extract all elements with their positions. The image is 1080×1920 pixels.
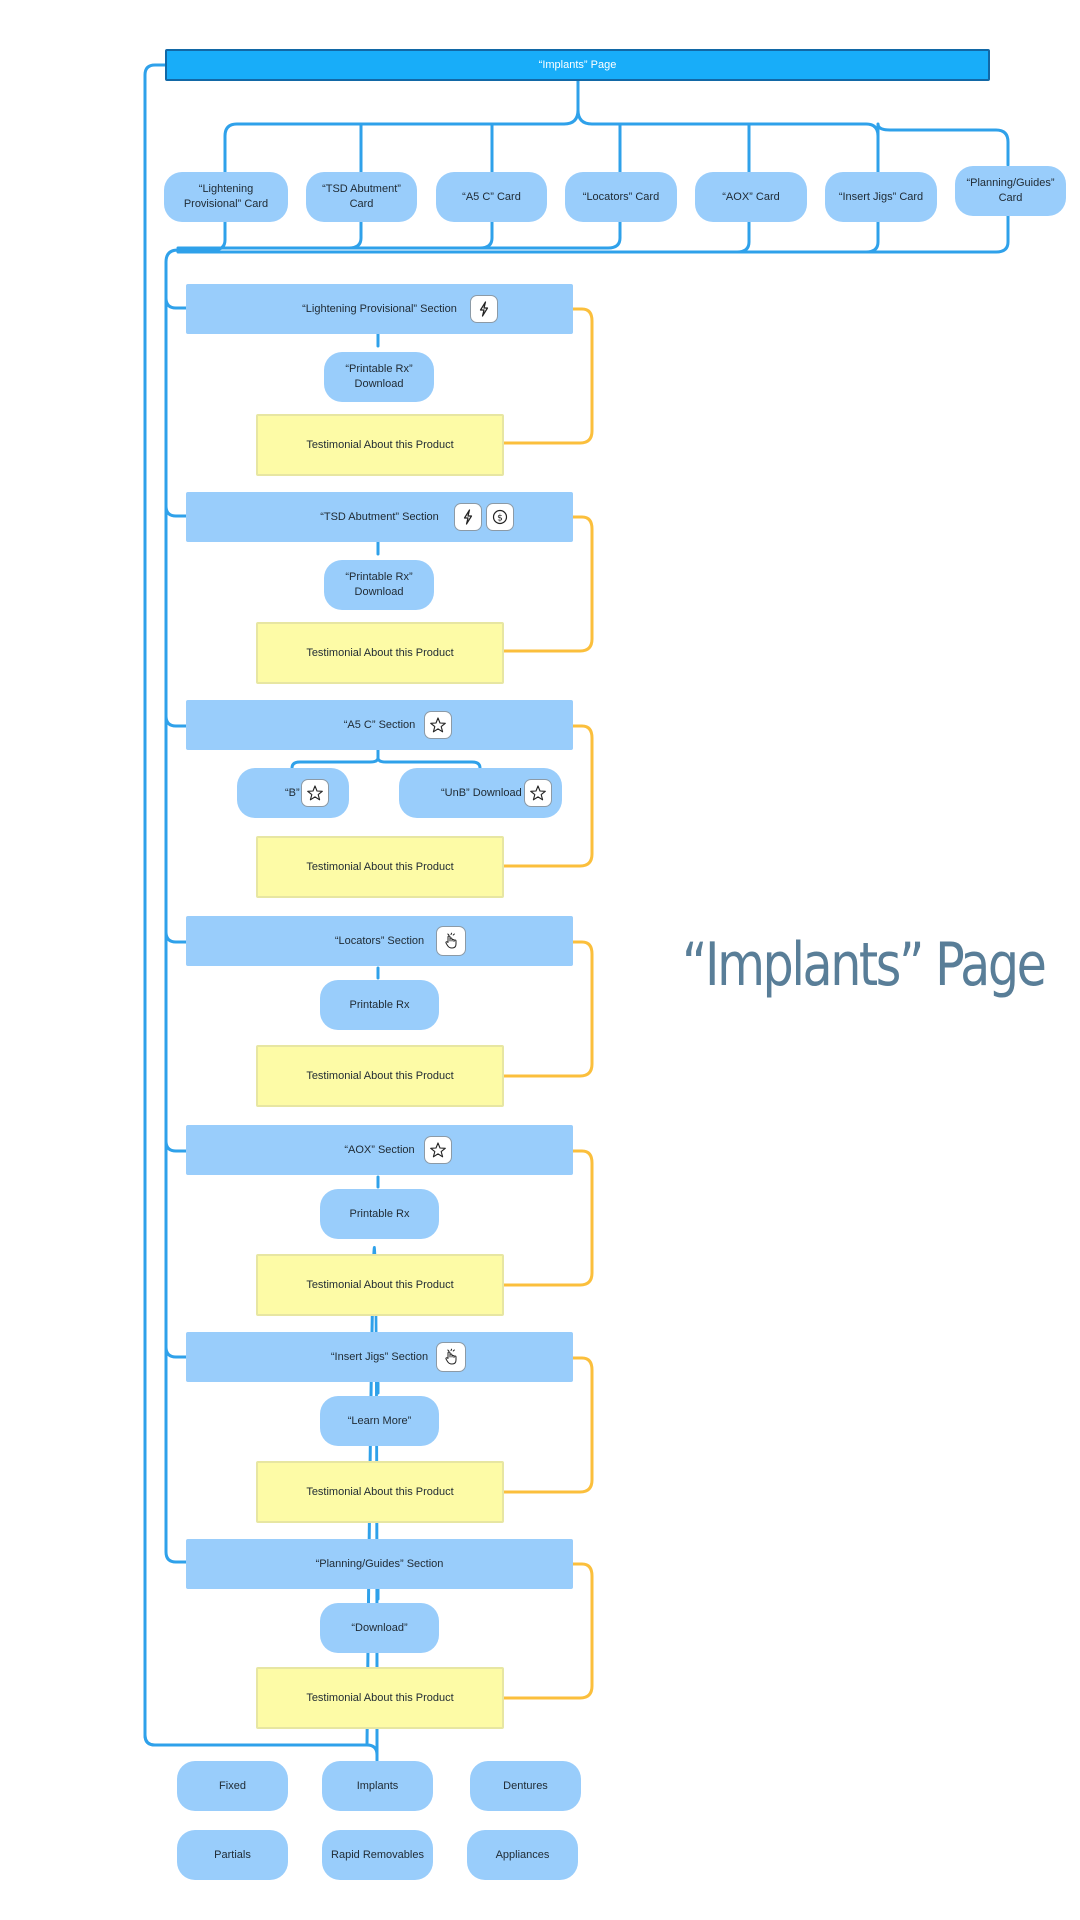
star-icon <box>424 1136 452 1164</box>
connector-section-5-testimonial <box>502 1149 594 1287</box>
hand-icon <box>436 926 466 956</box>
testimonial-1[interactable]: Testimonial About this Product <box>256 414 504 476</box>
nav-label: Rapid Removables <box>331 1848 424 1861</box>
connector-banner-to-nav-return <box>143 1733 379 1762</box>
star-icon <box>301 779 329 807</box>
download-button[interactable]: “Download” <box>320 1603 439 1653</box>
nav-implants[interactable]: Implants <box>322 1761 433 1811</box>
connector-cards-to-sections <box>164 214 1010 1564</box>
printable-rx-locators[interactable]: Printable Rx <box>320 980 439 1030</box>
section-label: “TSD Abutment” Section <box>320 510 439 523</box>
section-label: “Locators” Section <box>334 934 425 947</box>
lightning-icon <box>470 295 498 323</box>
testimonial-2[interactable]: Testimonial About this Product <box>256 622 504 684</box>
implants-page-banner[interactable]: “Implants” Page <box>165 49 990 81</box>
testimonial-label: Testimonial About this Product <box>306 646 454 659</box>
nav-dentures[interactable]: Dentures <box>470 1761 581 1811</box>
testimonial-6[interactable]: Testimonial About this Product <box>256 1461 504 1523</box>
nav-partials[interactable]: Partials <box>177 1830 288 1880</box>
testimonial-label: Testimonial About this Product <box>306 1278 454 1291</box>
card-label: “A5 C” Card <box>462 190 521 203</box>
unb-download-button[interactable]: “UnB” Download <box>399 768 562 818</box>
sub-label: Printable Rx <box>349 998 410 1011</box>
testimonial-4[interactable]: Testimonial About this Product <box>256 1045 504 1107</box>
printable-rx-download-1[interactable]: “Printable Rx” Download <box>324 352 434 402</box>
testimonial-7[interactable]: Testimonial About this Product <box>256 1667 504 1729</box>
banner-label: “Implants” Page <box>538 58 617 71</box>
page-title: “Implants” Page <box>682 930 1047 1000</box>
nav-label: Partials <box>214 1848 251 1861</box>
connector-banner-to-cards <box>223 79 1010 174</box>
card-label: “Planning/Guides” Card <box>966 177 1055 204</box>
testimonial-3[interactable]: Testimonial About this Product <box>256 836 504 898</box>
section-label: “A5 C” Section <box>343 718 416 731</box>
nav-label: Dentures <box>503 1779 548 1792</box>
card-insert-jigs[interactable]: “Insert Jigs” Card <box>825 172 937 222</box>
card-tsd-abutment[interactable]: “TSD Abutment” Card <box>306 172 417 222</box>
connector-section-7-testimonial <box>502 1562 594 1700</box>
testimonial-label: Testimonial About this Product <box>306 1691 454 1704</box>
testimonial-label: Testimonial About this Product <box>306 1069 454 1082</box>
printable-rx-download-2[interactable]: “Printable Rx” Download <box>324 560 434 610</box>
section-locators[interactable]: “Locators” Section <box>186 916 573 966</box>
sub-label: “Download” <box>351 1621 408 1634</box>
testimonial-5[interactable]: Testimonial About this Product <box>256 1254 504 1316</box>
sub-label: “Learn More” <box>347 1414 412 1427</box>
card-label: “TSD Abutment” Card <box>322 183 401 210</box>
card-label: “Locators” Card <box>582 190 660 203</box>
nav-label: Fixed <box>219 1779 246 1792</box>
testimonial-label: Testimonial About this Product <box>306 1485 454 1498</box>
star-icon <box>524 779 552 807</box>
dollar-icon: $ <box>486 503 514 531</box>
card-label: “Insert Jigs” Card <box>838 190 924 203</box>
section-planning-guides[interactable]: “Planning/Guides” Section <box>186 1539 573 1589</box>
connector-section-4-testimonial <box>502 940 594 1078</box>
section-insert-jigs[interactable]: “Insert Jigs” Section <box>186 1332 573 1382</box>
b-button[interactable]: “B” <box>237 768 349 818</box>
sub-label: “Printable Rx” Download <box>345 363 413 390</box>
section-label: “Planning/Guides” Section <box>315 1557 444 1570</box>
svg-text:$: $ <box>497 514 503 524</box>
section-a5-c[interactable]: “A5 C” Section <box>186 700 573 750</box>
testimonial-label: Testimonial About this Product <box>306 438 454 451</box>
section-label: “Lightening Provisional” Section <box>302 302 457 315</box>
sub-label: “Printable Rx” Download <box>345 571 413 598</box>
nav-label: Implants <box>356 1779 399 1792</box>
sub-label: “UnB” Download <box>441 786 522 799</box>
connector-section-3-child <box>290 748 482 770</box>
hand-icon <box>436 1342 466 1372</box>
connector-section-6-testimonial <box>502 1356 594 1494</box>
printable-rx-aox[interactable]: Printable Rx <box>320 1189 439 1239</box>
nav-label: Appliances <box>495 1848 550 1861</box>
nav-rapid-removables[interactable]: Rapid Removables <box>322 1830 433 1880</box>
section-lightening-provisional[interactable]: “Lightening Provisional” Section <box>186 284 573 334</box>
card-lightening-provisional[interactable]: “Lightening Provisional” Card <box>164 172 288 222</box>
section-tsd-abutment[interactable]: “TSD Abutment” Section $ <box>186 492 573 542</box>
testimonial-label: Testimonial About this Product <box>306 860 454 873</box>
learn-more-button[interactable]: “Learn More” <box>320 1396 439 1446</box>
connector-section-1-testimonial <box>502 307 594 445</box>
card-label: “AOX” Card <box>722 190 780 203</box>
card-aox[interactable]: “AOX” Card <box>695 172 807 222</box>
card-planning-guides[interactable]: “Planning/Guides” Card <box>955 166 1066 216</box>
card-locators[interactable]: “Locators” Card <box>565 172 677 222</box>
section-label: “Insert Jigs” Section <box>330 1350 429 1363</box>
sub-label: “B” <box>285 786 300 799</box>
lightning-icon <box>454 503 482 531</box>
section-label: “AOX” Section <box>344 1143 415 1156</box>
star-icon <box>424 711 452 739</box>
sub-label: Printable Rx <box>349 1207 410 1220</box>
card-a5-c[interactable]: “A5 C” Card <box>436 172 547 222</box>
nav-fixed[interactable]: Fixed <box>177 1761 288 1811</box>
connector-section-2-testimonial <box>502 515 594 653</box>
section-aox[interactable]: “AOX” Section <box>186 1125 573 1175</box>
card-label: “Lightening Provisional” Card <box>183 183 269 210</box>
connector-section-3-testimonial <box>502 724 594 868</box>
nav-appliances[interactable]: Appliances <box>467 1830 578 1880</box>
